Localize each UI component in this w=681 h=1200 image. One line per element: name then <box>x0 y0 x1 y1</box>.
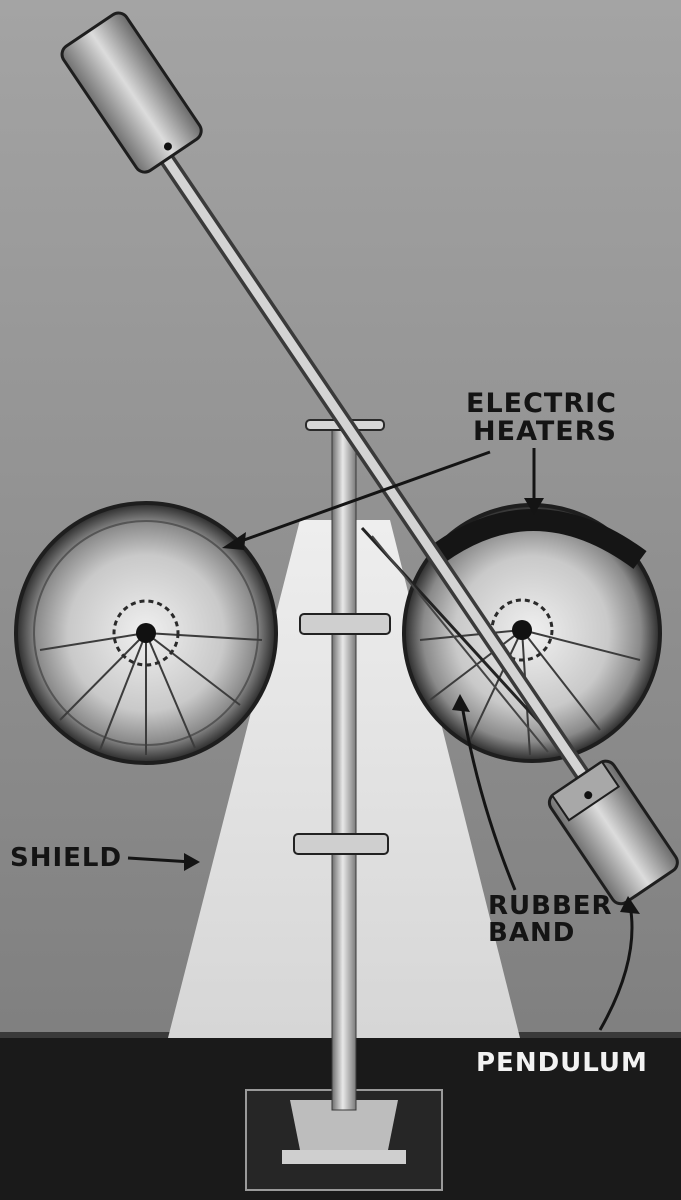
arrow-heads <box>184 498 640 914</box>
upper-clamp <box>299 613 391 635</box>
shield-label: SHIELD <box>10 843 123 873</box>
electric-heaters-label-line2: HEATERS <box>473 416 617 448</box>
annotation-arrows <box>127 448 634 1031</box>
rubber-band-label-line1: RUBBER <box>488 891 613 921</box>
rubber-band-label-line2: BAND <box>488 918 576 949</box>
left-heater <box>14 501 278 765</box>
pendulum-label: PENDULUM <box>476 1048 648 1078</box>
electric-heaters-label: ELECTRIC HEATERS <box>466 388 617 448</box>
right-heater <box>402 503 662 763</box>
rubber-band-label: RUBBER BAND <box>488 891 613 949</box>
vertical-post <box>331 419 357 1111</box>
pendulum-arm <box>60 11 679 906</box>
lower-clamp <box>293 833 389 855</box>
electric-heaters-label-line1: ELECTRIC <box>466 388 617 419</box>
